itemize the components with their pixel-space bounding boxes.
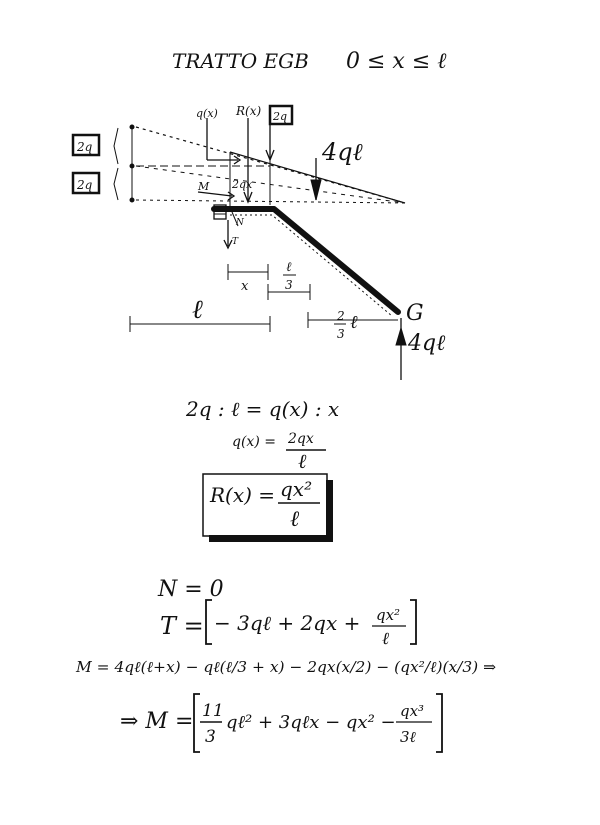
eq-M-f1-den: 3 (205, 727, 216, 747)
box-2q-top: 2q (76, 140, 93, 154)
eq-M-final-mid: qℓ² + 3qℓx − qx² − (226, 712, 396, 733)
dim-2-3-l: ℓ (350, 312, 358, 333)
eq-Rx-lhs: R(x) = (209, 483, 275, 507)
box-2q-mid: 2q (76, 178, 93, 192)
label-qx: q(x) (196, 107, 218, 120)
eq-Rx-num: qx² (280, 477, 312, 501)
eq-T-lhs: T = (160, 612, 204, 640)
eq-T-num: qx² (376, 606, 400, 624)
eq-T-body: − 3qℓ + 2qx + (214, 611, 360, 635)
eq-T-den: ℓ (382, 629, 389, 649)
dim-l: ℓ (192, 295, 203, 325)
eq-M-f1-num: 11 (202, 701, 224, 721)
dim-l3-num: ℓ (286, 260, 292, 275)
label-Rx: R(x) (235, 104, 261, 118)
eq-Rx-den: ℓ (290, 507, 300, 532)
section-range: 0 ≤ x ≤ ℓ (346, 49, 447, 74)
eq-N: N = 0 (157, 577, 224, 602)
box-2q-right: 2q (272, 110, 287, 123)
eq-M-line: M = 4qℓ(ℓ+x) − qℓ(ℓ/3 + x) − 2qx(x/2) − … (75, 658, 496, 676)
point-G: G (406, 301, 424, 326)
eq-M-f2-num: qx³ (400, 702, 424, 720)
dim-2-3-num: 2 (336, 309, 345, 323)
dim-2-3-den: 3 (337, 327, 345, 341)
label-T-diagram: T (232, 237, 239, 247)
structure-diagram (113, 118, 407, 380)
eq-qx-lhs: q(x) = (232, 434, 276, 450)
force-G: 4qℓ (407, 331, 446, 356)
dim-x: x (241, 279, 249, 294)
label-4ql: 4qℓ (321, 138, 363, 166)
label-M-diagram: M (197, 180, 210, 193)
eq-proportion: 2q : ℓ = q(x) : x (185, 397, 339, 421)
label-N-diagram: N (235, 218, 245, 228)
load-boxes (71, 104, 294, 195)
Rx-box (202, 473, 333, 542)
eq-qx-den: ℓ (298, 449, 307, 473)
eq-M-f2-den: 3ℓ (400, 728, 416, 746)
label-2qx: 2qx (231, 178, 253, 191)
eq-M-final-prefix: ⇒ M = (120, 709, 193, 734)
eq-qx-num: 2qx (287, 431, 314, 447)
section-title: TRATTO EGB (172, 49, 309, 73)
dim-l3-den: 3 (285, 278, 293, 292)
